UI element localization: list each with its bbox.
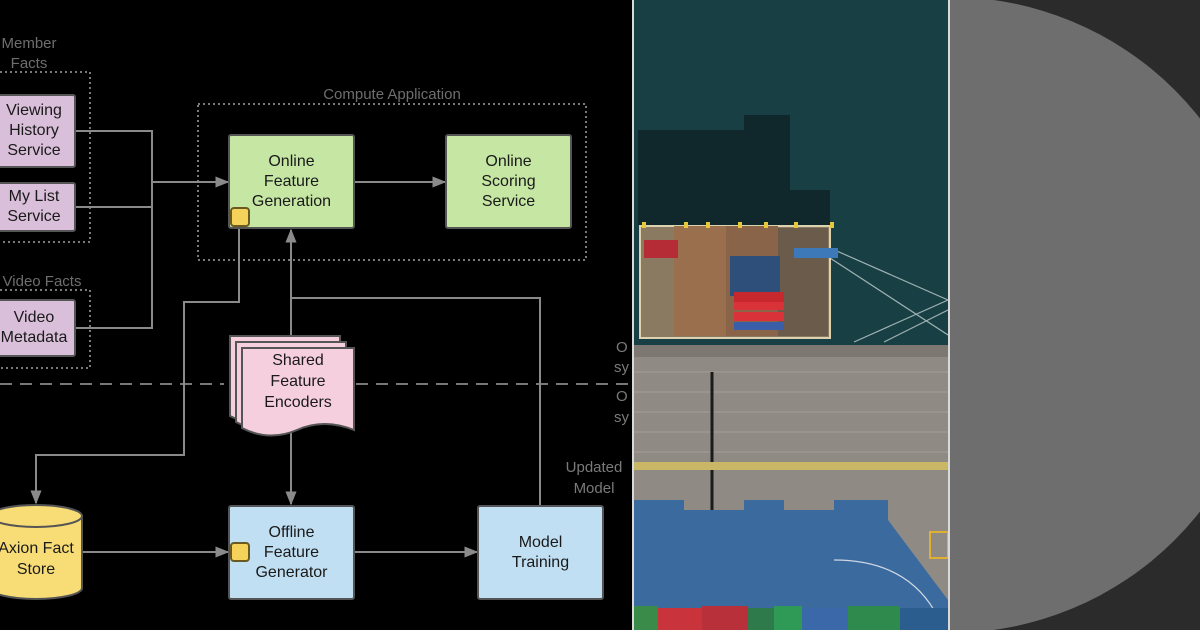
online-generation-flag-icon	[230, 207, 250, 227]
wire-online-to-axion	[30, 229, 240, 505]
video-facts-group-border	[0, 289, 91, 369]
shared-feature-encoders-shape	[229, 335, 355, 437]
port-illustration	[634, 0, 948, 630]
online-scoring-service: Online Scoring Service	[445, 134, 572, 229]
diagram-connectors	[0, 71, 632, 600]
viewing-history-service: Viewing History Service	[0, 94, 76, 168]
my-list-service: My List Service	[0, 182, 76, 232]
aerial-port-photo	[632, 0, 950, 630]
cut-off-offline-label-line1: O	[616, 388, 628, 405]
compute-application-label: Compute Application	[323, 86, 461, 103]
member-facts-group-border	[0, 71, 91, 243]
member-facts-label: Member Facts	[1, 35, 57, 72]
cut-off-online-label-line2: sy	[614, 359, 629, 376]
model-training: Model Training	[477, 505, 604, 600]
grey-circle-shape	[950, 0, 1200, 630]
axion-fact-store-label: Axion Fact Store	[0, 540, 74, 578]
wire-viewing-history	[76, 130, 153, 182]
updated-model-label: Updated Model	[565, 459, 623, 497]
video-metadata: Video Metadata	[0, 299, 76, 357]
circle-graphic-panel	[950, 0, 1200, 630]
axion-fact-store-shape	[0, 504, 83, 600]
architecture-diagram: Member Facts Video Facts Compute Applica…	[0, 35, 632, 600]
wire-my-list	[76, 182, 153, 208]
video-facts-label: Video Facts	[2, 273, 82, 290]
cut-off-online-label-line1: O	[616, 339, 628, 356]
cut-off-offline-label-line2: sy	[614, 409, 629, 426]
shared-feature-encoders-label: Shared Feature Encoders	[264, 352, 332, 411]
wire-video-metadata	[76, 182, 153, 329]
offline-generator-flag-icon	[230, 542, 250, 562]
wire-updated-model	[291, 297, 541, 505]
